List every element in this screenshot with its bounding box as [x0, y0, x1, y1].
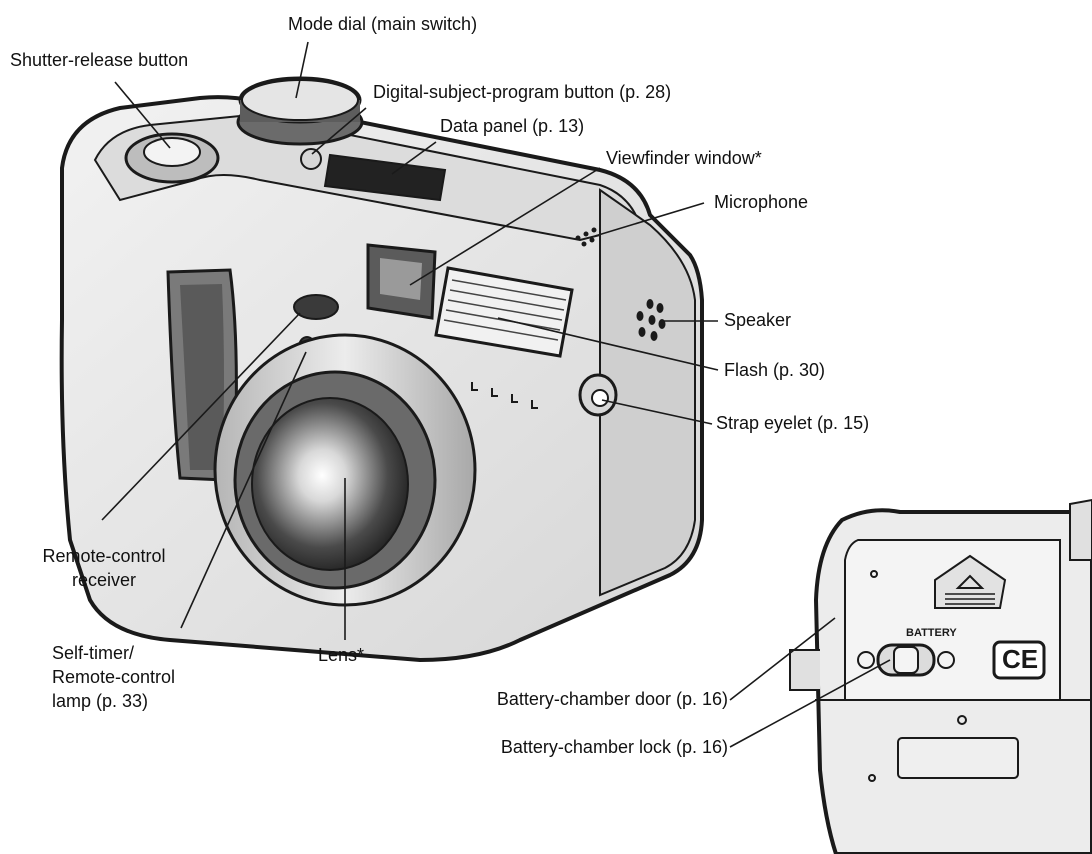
label-digital-subject-program: Digital-subject-program button (p. 28) — [373, 82, 672, 102]
label-speaker: Speaker — [724, 310, 792, 330]
label-mode-dial: Mode dial (main switch) — [288, 14, 478, 34]
label-viewfinder-window: Viewfinder window* — [606, 148, 762, 168]
leader-lines — [101, 41, 891, 748]
strap-eyelet-shape — [578, 373, 618, 417]
camera-bottom-view — [789, 498, 1092, 854]
label-remote-receiver-line2: receiver — [71, 570, 137, 590]
label-battery-lock: Battery-chamber lock (p. 16) — [500, 737, 728, 757]
flash-shape — [434, 266, 574, 358]
label-self-timer-line1: Self-timer/ — [52, 643, 135, 663]
zoom-marks — [471, 382, 538, 409]
label-data-panel: Data panel (p. 13) — [440, 116, 585, 136]
label-microphone: Microphone — [714, 192, 809, 212]
data-panel-shape — [323, 153, 447, 202]
label-lens: Lens* — [318, 645, 365, 665]
dsp-button-shape — [300, 148, 322, 170]
ce-mark: CE — [1002, 644, 1038, 674]
mode-dial-shape — [236, 76, 364, 146]
microphone-holes — [575, 227, 597, 247]
battery-marking: BATTERY — [906, 627, 957, 639]
label-strap-eyelet: Strap eyelet (p. 15) — [716, 413, 870, 433]
speaker-holes — [636, 299, 666, 341]
label-self-timer-line2: Remote-control — [52, 667, 176, 687]
label-shutter-release: Shutter-release button — [10, 50, 189, 70]
shutter-button-shape — [124, 132, 220, 184]
label-self-timer-line3: lamp (p. 33) — [52, 691, 149, 711]
lens-shape — [213, 333, 477, 607]
label-remote-receiver-line1: Remote-control — [42, 546, 166, 566]
remote-receiver-shape — [293, 294, 339, 320]
label-flash: Flash (p. 30) — [724, 360, 826, 380]
label-battery-door: Battery-chamber door (p. 16) — [496, 689, 728, 709]
